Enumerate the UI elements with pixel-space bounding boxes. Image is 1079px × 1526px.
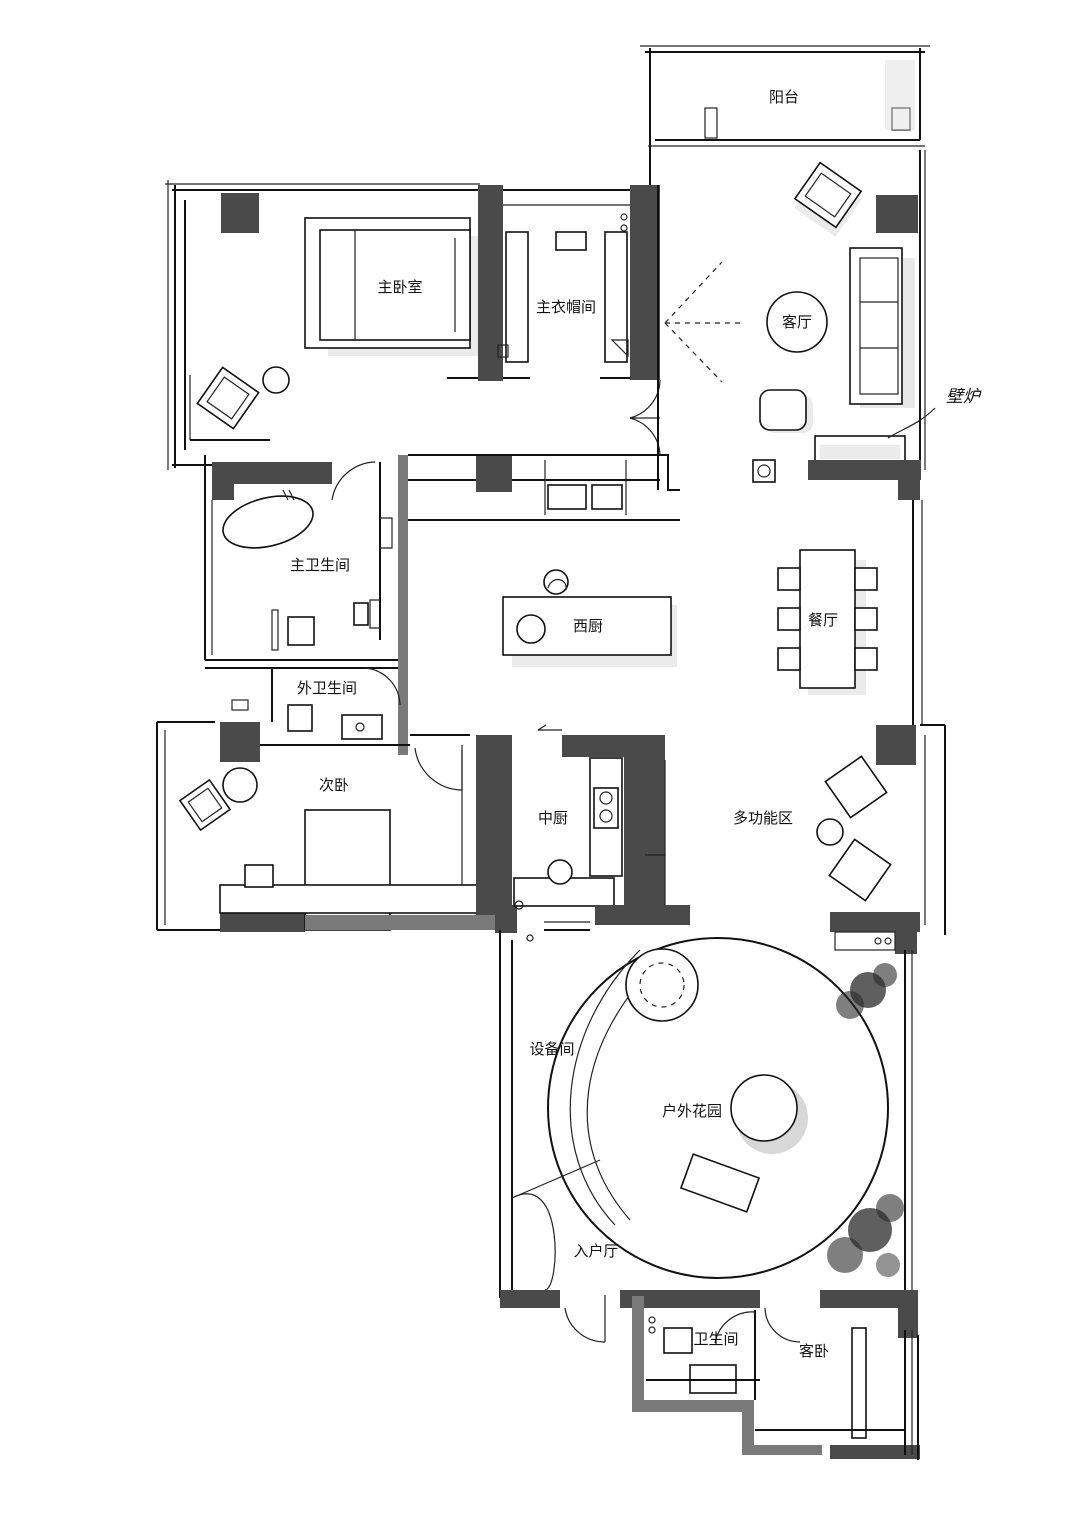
- label-master-bath: 主卫生间: [290, 556, 350, 574]
- label-dining-room: 餐厅: [808, 611, 838, 629]
- label-balcony: 阳台: [769, 88, 799, 106]
- master-bath-area: [204, 455, 408, 755]
- closet-door: [629, 379, 661, 456]
- second-bedroom-area: [156, 721, 495, 932]
- dining-set: [777, 500, 923, 725]
- label-guest-bedroom: 客卧: [799, 1342, 829, 1360]
- master-closet-walls: [447, 185, 660, 381]
- living-room-area: [657, 150, 936, 500]
- chinese-kitchen-area: [476, 724, 690, 942]
- corridor-cabinets: [408, 454, 680, 521]
- western-kitchen-island: [502, 569, 677, 667]
- folding-door-dashed: [664, 261, 745, 383]
- label-master-bedroom: 主卧室: [377, 278, 422, 296]
- label-master-closet: 主衣帽间: [536, 298, 596, 316]
- master-bed: [304, 217, 478, 356]
- label-entrance-hall: 入户厅: [573, 1242, 618, 1260]
- plant-lower: [827, 1194, 904, 1277]
- lower-block: [499, 930, 918, 1343]
- outer-walls-top: [165, 180, 480, 470]
- label-guest-bath: 卫生间: [693, 1330, 738, 1348]
- balcony-area: [640, 45, 930, 185]
- room-labels: 阳台 主卧室 主衣帽间 客厅 壁炉 主卫生间 西厨 餐厅 外卫生间 次卧 中厨 …: [290, 88, 982, 1360]
- label-fireplace: 壁炉: [946, 387, 982, 407]
- label-western-kitchen: 西厨: [573, 617, 603, 635]
- label-multi-function-area: 多功能区: [733, 809, 793, 827]
- master-bedroom-lounge: [196, 366, 290, 430]
- label-equipment-room: 设备间: [529, 1040, 574, 1058]
- label-outer-bath: 外卫生间: [297, 679, 357, 697]
- label-outdoor-garden: 户外花园: [662, 1102, 722, 1120]
- plant-upper: [836, 963, 897, 1019]
- label-second-bedroom: 次卧: [319, 776, 349, 794]
- multi-function-area: [816, 724, 946, 954]
- guest-wing: [632, 1296, 920, 1460]
- label-living-room: 客厅: [782, 313, 812, 331]
- label-chinese-kitchen: 中厨: [538, 809, 568, 827]
